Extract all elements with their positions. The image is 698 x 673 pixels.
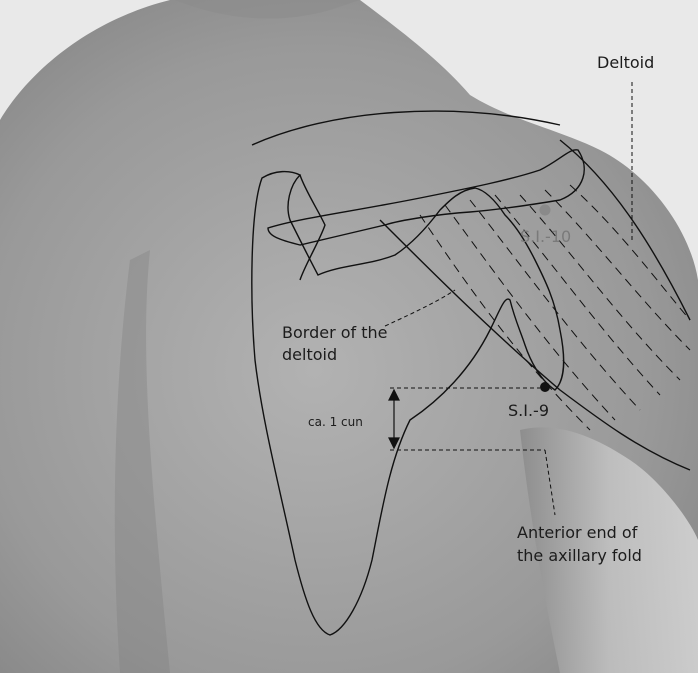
si9-point (540, 382, 550, 392)
deltoid-label: Deltoid (597, 52, 654, 73)
si9-label: S.I.-9 (508, 400, 549, 421)
border-label-line1: Border of the (282, 322, 388, 343)
fold-label-line2: the axillary fold (517, 545, 642, 566)
fold-label-line1: Anterior end of (517, 522, 637, 543)
border-label-line2: deltoid (282, 344, 337, 365)
si10-label: S.I.-10 (520, 226, 571, 247)
cun-label: ca. 1 cun (308, 412, 363, 433)
si10-point (540, 205, 551, 216)
